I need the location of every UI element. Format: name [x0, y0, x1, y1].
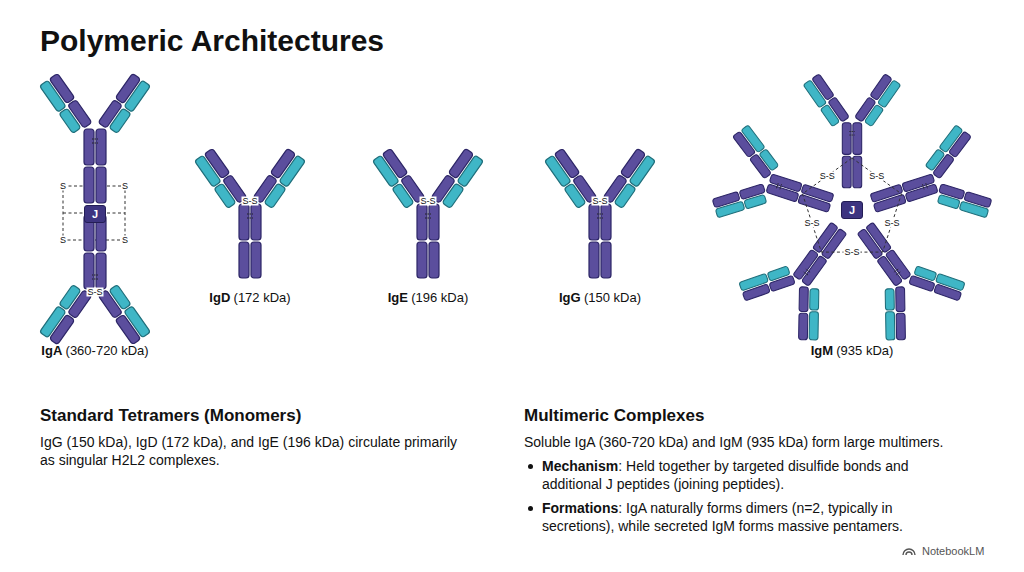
text-block: S-S [591, 197, 608, 206]
antibody-monomer [803, 74, 901, 188]
antibody-monomer [40, 73, 151, 203]
molecular-weight: (360-720 kDa) [66, 343, 149, 358]
antibody-monomer [40, 215, 151, 345]
node-label: J [92, 209, 98, 220]
molecular-weight: (935 kDa) [836, 343, 893, 358]
title-text: Polymeric Architectures [40, 24, 384, 58]
disulfide-label: S-S [884, 218, 899, 228]
antibody-name: IgA [41, 343, 62, 358]
antibody-monomer [732, 199, 878, 349]
antibody-monomer [826, 199, 972, 349]
section-heading: Standard Tetramers (Monomers) [40, 406, 301, 425]
text-block: Soluble IgA (360-720 kDa) and IgM (935 k… [524, 433, 1004, 451]
molecular-weight: (196 kDa) [411, 290, 468, 305]
text-block: S-S [419, 197, 436, 206]
text-block: S-S [819, 172, 836, 181]
disulfide-label: S-S [804, 218, 819, 228]
text-block: Multimeric Complexes [524, 406, 704, 426]
section-heading: Multimeric Complexes [524, 406, 704, 425]
text-block: S-S [868, 172, 885, 181]
text-block: IgD (172 kDa) [170, 290, 330, 305]
antibody-monomer [545, 148, 656, 278]
molecular-weight: (150 kDa) [584, 290, 641, 305]
disulfide-label: S-S [420, 196, 435, 206]
text-block: S-S [241, 197, 258, 206]
joining-chain: J [841, 201, 863, 219]
section-body: IgG (150 kDa), IgD (172 kDa), and IgE (1… [40, 434, 457, 468]
text-block: IgA (360-720 kDa) [15, 343, 175, 358]
antibody-monomer [707, 121, 846, 249]
joining-chain: J [84, 205, 106, 223]
text-block: S-S [86, 288, 103, 297]
text-block: S [121, 182, 129, 191]
antibody-name: IgM [811, 343, 833, 358]
bullet-term: Formations [542, 500, 618, 516]
text-block: Mechanism: Held together by targeted dis… [540, 457, 962, 493]
watermark-icon [903, 549, 915, 555]
disulfide-label: S-S [869, 171, 884, 181]
antibody-monomer [373, 148, 484, 278]
text-block: IgG(150 kDa) [520, 290, 680, 305]
bullet-term: Mechanism [542, 458, 618, 474]
disulfide-label: S-S [820, 171, 835, 181]
disulfide-label: S-S [592, 196, 607, 206]
disulfide-ring [803, 158, 902, 252]
sulfur-label: S [122, 181, 128, 191]
disulfide-label: S-S [242, 196, 257, 206]
text-block: S [121, 236, 129, 245]
disulfide-label: S-S [844, 247, 859, 257]
sulfur-label: S [60, 181, 66, 191]
text-block: IgM(935 kDa) [772, 343, 932, 358]
antibody-name: IgD [209, 290, 230, 305]
section-body: Soluble IgA (360-720 kDa) and IgM (935 k… [524, 434, 943, 450]
antibody-name: IgE [388, 290, 408, 305]
sulfur-label: S [60, 235, 66, 245]
text-block: S [59, 236, 67, 245]
text-block: Standard Tetramers (Monomers) [40, 406, 301, 426]
text-block: IgE(196 kDa) [348, 290, 508, 305]
text-block: S-S [803, 219, 820, 228]
text-block: S-S [883, 219, 900, 228]
antibody-monomer [195, 148, 306, 278]
molecular-weight: (172 kDa) [234, 290, 291, 305]
text-block: NotebookLM [922, 545, 984, 557]
text-block: S [59, 182, 67, 191]
text-block: IgG (150 kDa), IgD (172 kDa), and IgE (1… [40, 433, 470, 469]
node-label: J [849, 205, 855, 216]
text-block: Formations: IgA naturally forms dimers (… [540, 499, 962, 535]
sulfur-label: S [122, 235, 128, 245]
watermark: NotebookLM [922, 545, 984, 557]
disulfide-label: S-S [87, 287, 102, 297]
antibody-name: IgG [559, 290, 581, 305]
text-block: S-S [843, 248, 860, 257]
